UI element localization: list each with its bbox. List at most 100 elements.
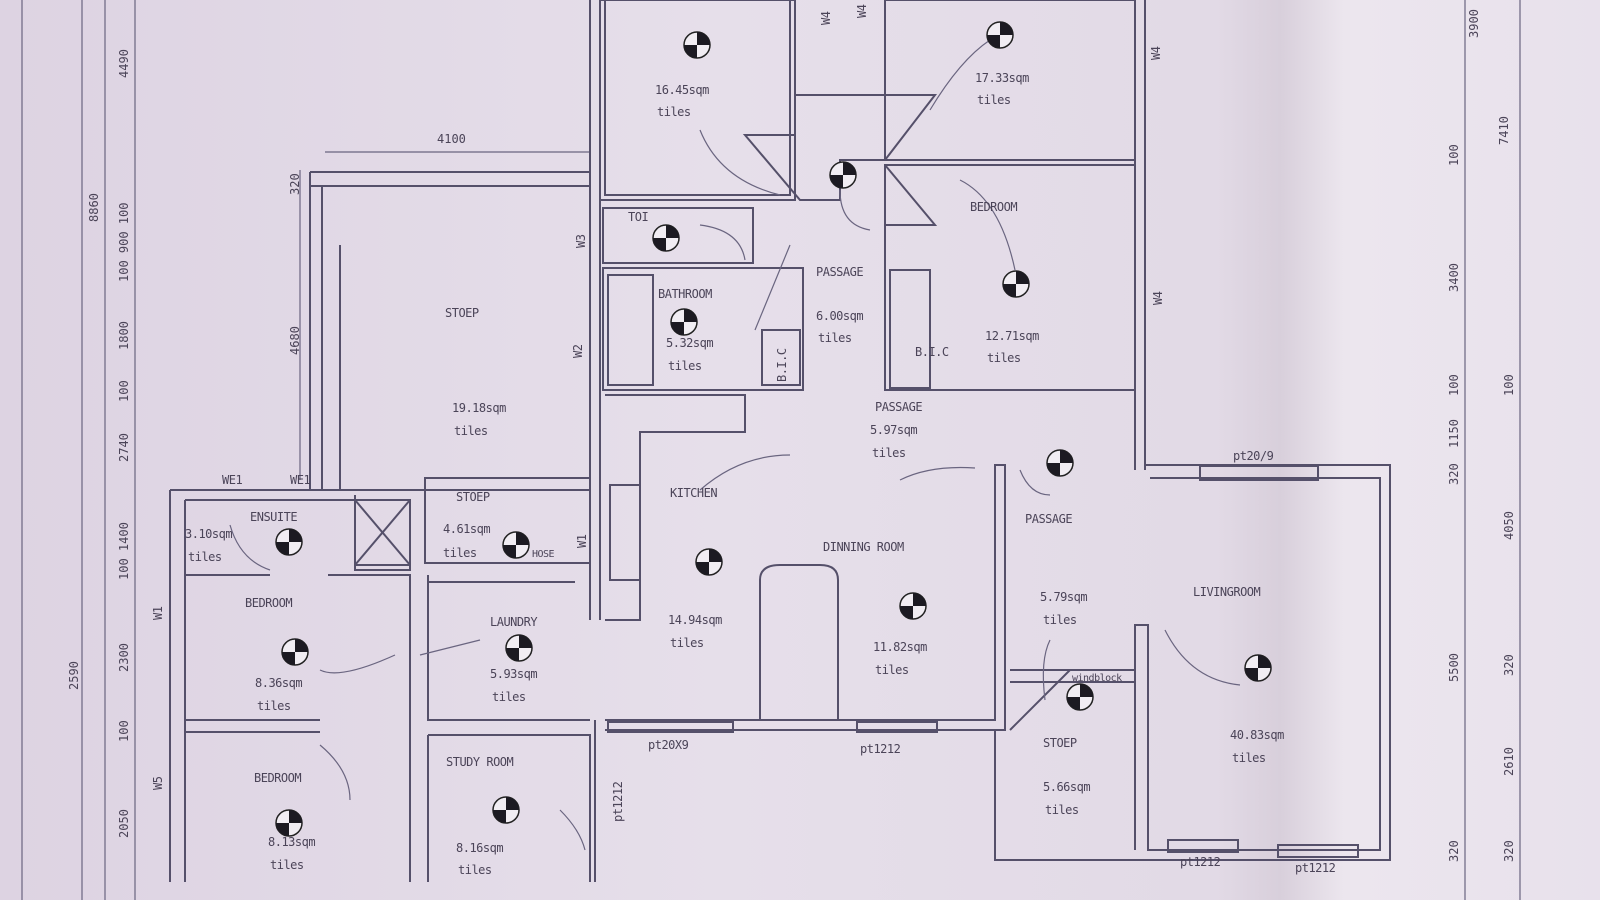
room-area: 4.61sqm bbox=[443, 522, 490, 536]
dimension-text: 320 bbox=[1502, 840, 1516, 862]
dimension-text: 320 bbox=[1502, 654, 1516, 676]
dimension-text: 4490 bbox=[117, 49, 131, 78]
room-finish: tiles bbox=[818, 331, 852, 345]
dimension-text: 100 bbox=[1447, 144, 1461, 166]
dimension-text: 4100 bbox=[437, 132, 466, 146]
room-area: 6.00sqm bbox=[816, 309, 863, 323]
dimension-text: 7410 bbox=[1497, 116, 1511, 145]
room-finish: tiles bbox=[987, 351, 1021, 365]
light-fixture-icon bbox=[275, 809, 303, 837]
room-finish: tiles bbox=[1232, 751, 1266, 765]
window-label: WE1 bbox=[222, 473, 242, 487]
room-area: 12.71sqm bbox=[985, 329, 1039, 343]
room-finish: tiles bbox=[188, 550, 222, 564]
room-labels: 16.45sqm tiles 17.33sqm tiles BEDROOM 12… bbox=[185, 71, 1285, 877]
room-area: 5.93sqm bbox=[490, 667, 537, 681]
dimension-text: 2050 bbox=[117, 809, 131, 838]
window-label: pt20X9 bbox=[648, 738, 689, 752]
light-fixture-icon bbox=[502, 531, 530, 559]
bic-label: B.I.C bbox=[915, 345, 949, 359]
dimension-text: 2590 bbox=[67, 661, 81, 690]
window-label: W1 bbox=[151, 606, 165, 620]
door-swings bbox=[229, 39, 1241, 851]
dimension-text: 320 bbox=[288, 173, 302, 195]
room-name: LIVINGROOM bbox=[1193, 585, 1261, 599]
room-area: 11.82sqm bbox=[873, 640, 927, 654]
room-finish: tiles bbox=[1043, 613, 1077, 627]
dimension-text: 320 bbox=[1447, 463, 1461, 485]
dimension-text: 4680 bbox=[288, 326, 302, 355]
room-name: PASSAGE bbox=[1025, 512, 1072, 526]
window-label: W3 bbox=[574, 234, 588, 248]
dimension-text: 100 bbox=[117, 380, 131, 402]
room-finish: tiles bbox=[458, 863, 492, 877]
light-fixture-icon bbox=[695, 548, 723, 576]
room-name: BEDROOM bbox=[254, 771, 301, 785]
light-fixture-icon bbox=[652, 224, 680, 252]
hose-label: HOSE bbox=[532, 549, 555, 560]
room-finish: tiles bbox=[668, 359, 702, 373]
window-label: W4 bbox=[1151, 291, 1165, 305]
room-name: LAUNDRY bbox=[490, 615, 538, 629]
window-label: pt1212 bbox=[1295, 861, 1336, 875]
dimension-labels: 4100 4680 320 4490 8860 100 900 100 1800… bbox=[67, 9, 1516, 862]
window-label: W4 bbox=[819, 11, 833, 25]
room-finish: tiles bbox=[257, 699, 291, 713]
room-finish: tiles bbox=[270, 858, 304, 872]
dimension-text: 4050 bbox=[1502, 511, 1516, 540]
light-fixture-icon bbox=[986, 21, 1014, 49]
window-labels: WE1 WE1 W1 W2 W3 W1 W5 W4 W4 W4 W4 pt20/… bbox=[151, 4, 1336, 875]
window-label: pt1212 bbox=[1180, 855, 1221, 869]
dimension-text: 1800 bbox=[117, 321, 131, 350]
light-fixture-icon bbox=[275, 528, 303, 556]
dimension-lines bbox=[21, 0, 1521, 900]
dimension-text: 3400 bbox=[1447, 263, 1461, 292]
room-name: BEDROOM bbox=[245, 596, 292, 610]
room-name: TOI bbox=[628, 210, 648, 224]
light-fixture-icon bbox=[670, 308, 698, 336]
dimension-text: 100 bbox=[1502, 374, 1516, 396]
window-label: pt1212 bbox=[611, 781, 625, 822]
room-finish: tiles bbox=[492, 690, 526, 704]
light-fixture-icon bbox=[492, 796, 520, 824]
room-name: DINNING ROOM bbox=[823, 540, 904, 554]
room-name: PASSAGE bbox=[875, 400, 922, 414]
room-name: BATHROOM bbox=[658, 287, 712, 301]
room-area: 14.94sqm bbox=[668, 613, 722, 627]
room-area: 3.10sqm bbox=[185, 527, 232, 541]
windblock-label: windblock bbox=[1072, 673, 1122, 684]
dimension-text: 5500 bbox=[1447, 653, 1461, 682]
room-area: 5.97sqm bbox=[870, 423, 917, 437]
dimension-text: 320 bbox=[1447, 840, 1461, 862]
window-label: W2 bbox=[571, 344, 585, 358]
dimension-text: 2300 bbox=[117, 643, 131, 672]
window-label: pt1212 bbox=[860, 742, 901, 756]
light-fixture-icon bbox=[1046, 449, 1074, 477]
room-name: ENSUITE bbox=[250, 510, 297, 524]
room-area: 5.79sqm bbox=[1040, 590, 1087, 604]
light-fixture-icon bbox=[899, 592, 927, 620]
room-name: KITCHEN bbox=[670, 486, 717, 500]
dimension-text: 100 bbox=[1447, 374, 1461, 396]
room-area: 40.83sqm bbox=[1230, 728, 1284, 742]
bic-label: B.I.C bbox=[775, 348, 789, 382]
light-fixture-icon bbox=[1066, 683, 1094, 711]
room-area: 8.13sqm bbox=[268, 835, 315, 849]
window-label: pt20/9 bbox=[1233, 449, 1274, 463]
window-label: W1 bbox=[575, 534, 589, 548]
dimension-text: 3900 bbox=[1467, 9, 1481, 38]
walls bbox=[169, 0, 1391, 882]
light-fixture-icon bbox=[505, 634, 533, 662]
room-name: STOEP bbox=[1043, 736, 1077, 750]
room-area: 8.36sqm bbox=[255, 676, 302, 690]
room-finish: tiles bbox=[977, 93, 1011, 107]
window-label: W4 bbox=[1149, 46, 1163, 60]
room-finish: tiles bbox=[875, 663, 909, 677]
dimension-text: 2740 bbox=[117, 433, 131, 462]
light-fixture-icon bbox=[1002, 270, 1030, 298]
dimension-text: 2610 bbox=[1502, 747, 1516, 776]
window-label: W5 bbox=[151, 776, 165, 790]
room-finish: tiles bbox=[670, 636, 704, 650]
